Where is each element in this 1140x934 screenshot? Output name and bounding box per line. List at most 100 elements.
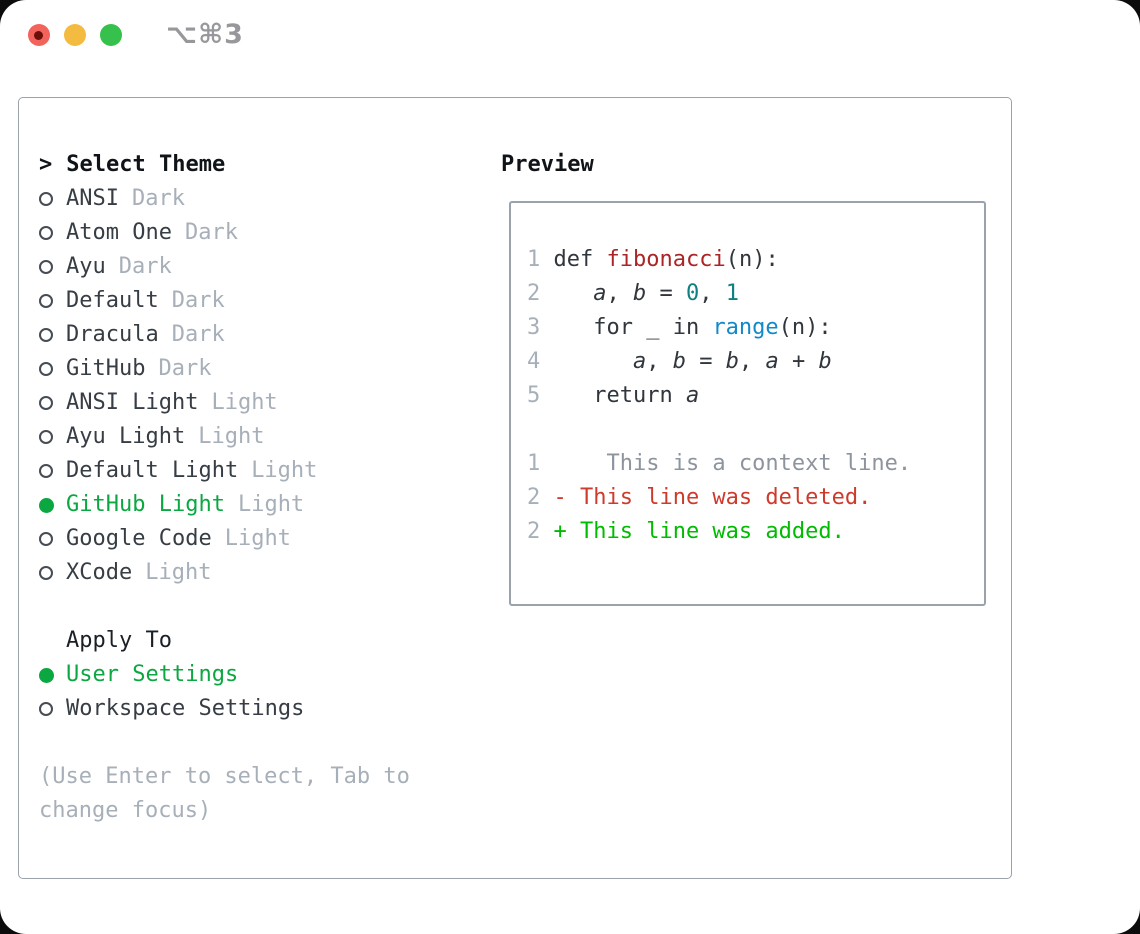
theme-option-label: Google Code — [66, 526, 212, 551]
theme-option[interactable]: Ayu Dark — [39, 250, 479, 284]
radio-icon — [39, 532, 53, 546]
line-number: 2 — [527, 519, 541, 544]
line-number: 2 — [527, 485, 541, 510]
preview-code-line: 2 a, b = 0, 1 — [527, 277, 984, 311]
code-token: - This line was deleted. — [540, 485, 872, 510]
code-token: 0 — [685, 281, 700, 306]
radio-icon — [39, 430, 53, 444]
help-text: (Use Enter to select, Tab to change focu… — [39, 764, 410, 823]
theme-option-variant: Dark — [184, 220, 238, 245]
radio-icon — [39, 702, 53, 716]
theme-option[interactable]: Ayu Light Light — [39, 420, 479, 454]
theme-option-variant: Dark — [171, 322, 225, 347]
prompt-icon: > — [39, 152, 53, 177]
code-token: b — [632, 281, 647, 306]
code-token: fibonacci — [606, 247, 726, 272]
theme-option[interactable]: XCode Light — [39, 556, 479, 590]
code-token: for _ in — [540, 315, 713, 340]
code-token: b — [818, 349, 832, 374]
line-number: 3 — [527, 315, 541, 340]
apply-to-option-label: User Settings — [66, 662, 239, 687]
theme-option[interactable]: Google Code Light — [39, 522, 479, 556]
code-token: , — [646, 349, 673, 374]
code-token: (n): — [725, 247, 779, 272]
code-token: , — [738, 349, 766, 374]
apply-to-option[interactable]: User Settings — [39, 658, 479, 692]
code-token: , — [699, 281, 726, 306]
theme-option-label: Dracula — [66, 322, 159, 347]
line-number: 4 — [527, 349, 541, 374]
preview-code-line: 3 for _ in range(n): — [527, 311, 984, 345]
code-token: range — [712, 315, 779, 340]
theme-option[interactable]: Atom One Dark — [39, 216, 479, 250]
preview-code-line: 4 a, b = b, a + b — [527, 345, 984, 379]
theme-option-variant: Light — [251, 458, 318, 483]
minimize-button[interactable] — [64, 24, 86, 46]
preview-code-line: 2 + This line was added. — [527, 515, 984, 549]
radio-icon — [39, 260, 53, 274]
code-token: (n): — [778, 315, 832, 340]
radio-icon — [39, 328, 53, 342]
preview-code-line — [527, 413, 984, 447]
theme-option-label: Default Light — [66, 458, 239, 483]
code-token: def — [540, 247, 607, 272]
code-token: b — [672, 349, 686, 374]
theme-option-label: XCode — [66, 560, 133, 585]
theme-option-variant: Light — [145, 560, 212, 585]
close-button[interactable] — [28, 24, 50, 46]
line-number: 1 — [527, 247, 541, 272]
code-token: , — [606, 281, 633, 306]
apply-to-option[interactable]: Workspace Settings — [39, 692, 479, 726]
radio-icon — [39, 294, 53, 308]
code-token: a — [765, 349, 779, 374]
preview-code-line: 5 return a — [527, 379, 984, 413]
radio-icon — [39, 362, 53, 376]
apply-to-header: Apply To — [66, 628, 172, 653]
code-token: a — [593, 281, 607, 306]
theme-option-label: GitHub — [66, 356, 146, 381]
code-token: 1 — [725, 281, 739, 306]
radio-icon — [39, 464, 53, 478]
select-theme-title: Select Theme — [66, 152, 226, 177]
theme-option-variant: Light — [211, 390, 278, 415]
select-theme-header: > Select Theme — [39, 148, 479, 182]
theme-option-variant: Dark — [158, 356, 212, 381]
radio-icon — [39, 192, 53, 206]
window-titlebar — [28, 24, 136, 48]
theme-option-label: Ayu — [66, 254, 106, 279]
code-token: return — [540, 383, 686, 408]
theme-option[interactable]: Default Light Light — [39, 454, 479, 488]
code-token — [540, 349, 633, 374]
theme-option-variant: Light — [198, 424, 265, 449]
preview-code-line: 2 - This line was deleted. — [527, 481, 984, 515]
theme-option[interactable]: GitHub Dark — [39, 352, 479, 386]
radio-icon — [39, 226, 53, 240]
theme-option-label: Default — [66, 288, 159, 313]
theme-option-label: Ayu Light — [66, 424, 186, 449]
line-number: 2 — [527, 281, 541, 306]
maximize-button[interactable] — [100, 24, 122, 46]
radio-icon — [39, 396, 53, 410]
theme-option-variant: Dark — [118, 254, 172, 279]
radio-icon — [39, 566, 53, 580]
code-token: + — [778, 349, 819, 374]
theme-option-variant: Dark — [131, 186, 185, 211]
theme-option-variant: Light — [224, 526, 291, 551]
code-token: = — [646, 281, 686, 306]
line-number: 1 — [527, 451, 541, 476]
spacer — [39, 590, 479, 624]
theme-option[interactable]: Dracula Dark — [39, 318, 479, 352]
code-token: = — [685, 349, 726, 374]
theme-option-label: Atom One — [66, 220, 172, 245]
